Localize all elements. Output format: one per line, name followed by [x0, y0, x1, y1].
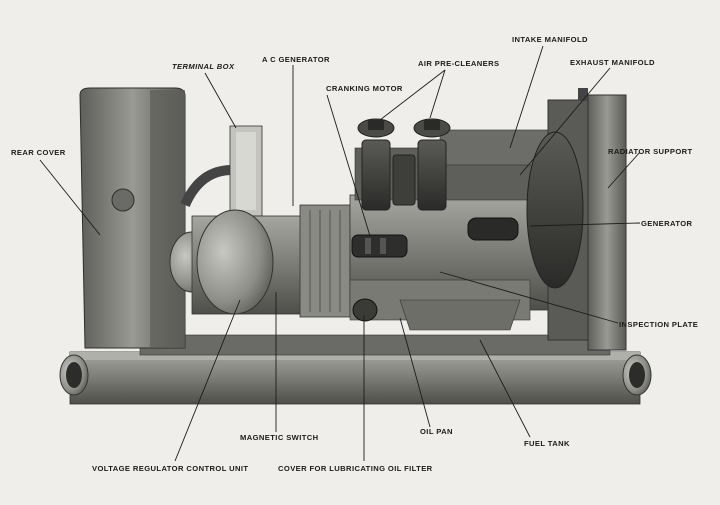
label-cover-for-lubricating-oil-filter: COVER FOR LUBRICATING OIL FILTER [278, 464, 433, 473]
ac-generator-housing [169, 204, 351, 318]
label-generator: GENERATOR [641, 219, 693, 228]
label-rear-cover: REAR COVER [11, 148, 66, 157]
label-exhaust-manifold: EXHAUST MANIFOLD [570, 58, 655, 67]
cranking-motor [351, 234, 408, 258]
label-oil-pan: OIL PAN [420, 427, 453, 436]
engine-generator [467, 217, 519, 241]
label-radiator-support: RADIATOR SUPPORT [608, 147, 693, 156]
label-magnetic-switch: MAGNETIC SWITCH [240, 433, 319, 442]
leader-lines [39, 45, 641, 462]
oil-filter-cover [352, 298, 378, 322]
terminal-box [229, 125, 263, 217]
label-ac-generator: A C GENERATOR [262, 55, 330, 64]
label-intake-manifold: INTAKE MANIFOLD [512, 35, 588, 44]
rear-cover [79, 87, 186, 349]
label-terminal-box: TERMINAL BOX [172, 62, 235, 71]
radiator [526, 88, 627, 351]
label-cranking-motor: CRANKING MOTOR [326, 84, 403, 93]
label-voltage-regulator-control-unit: VOLTAGE REGULATOR CONTROL UNIT [92, 464, 249, 473]
air-pre-cleaners [357, 118, 451, 211]
label-fuel-tank: FUEL TANK [524, 439, 570, 448]
label-inspection-plate: INSPECTION PLATE [619, 320, 699, 329]
oil-pan [399, 299, 521, 331]
rear-pipe [180, 165, 233, 208]
skid-base [59, 334, 652, 405]
label-air-pre-cleaners: AIR PRE-CLEANERS [418, 59, 500, 68]
